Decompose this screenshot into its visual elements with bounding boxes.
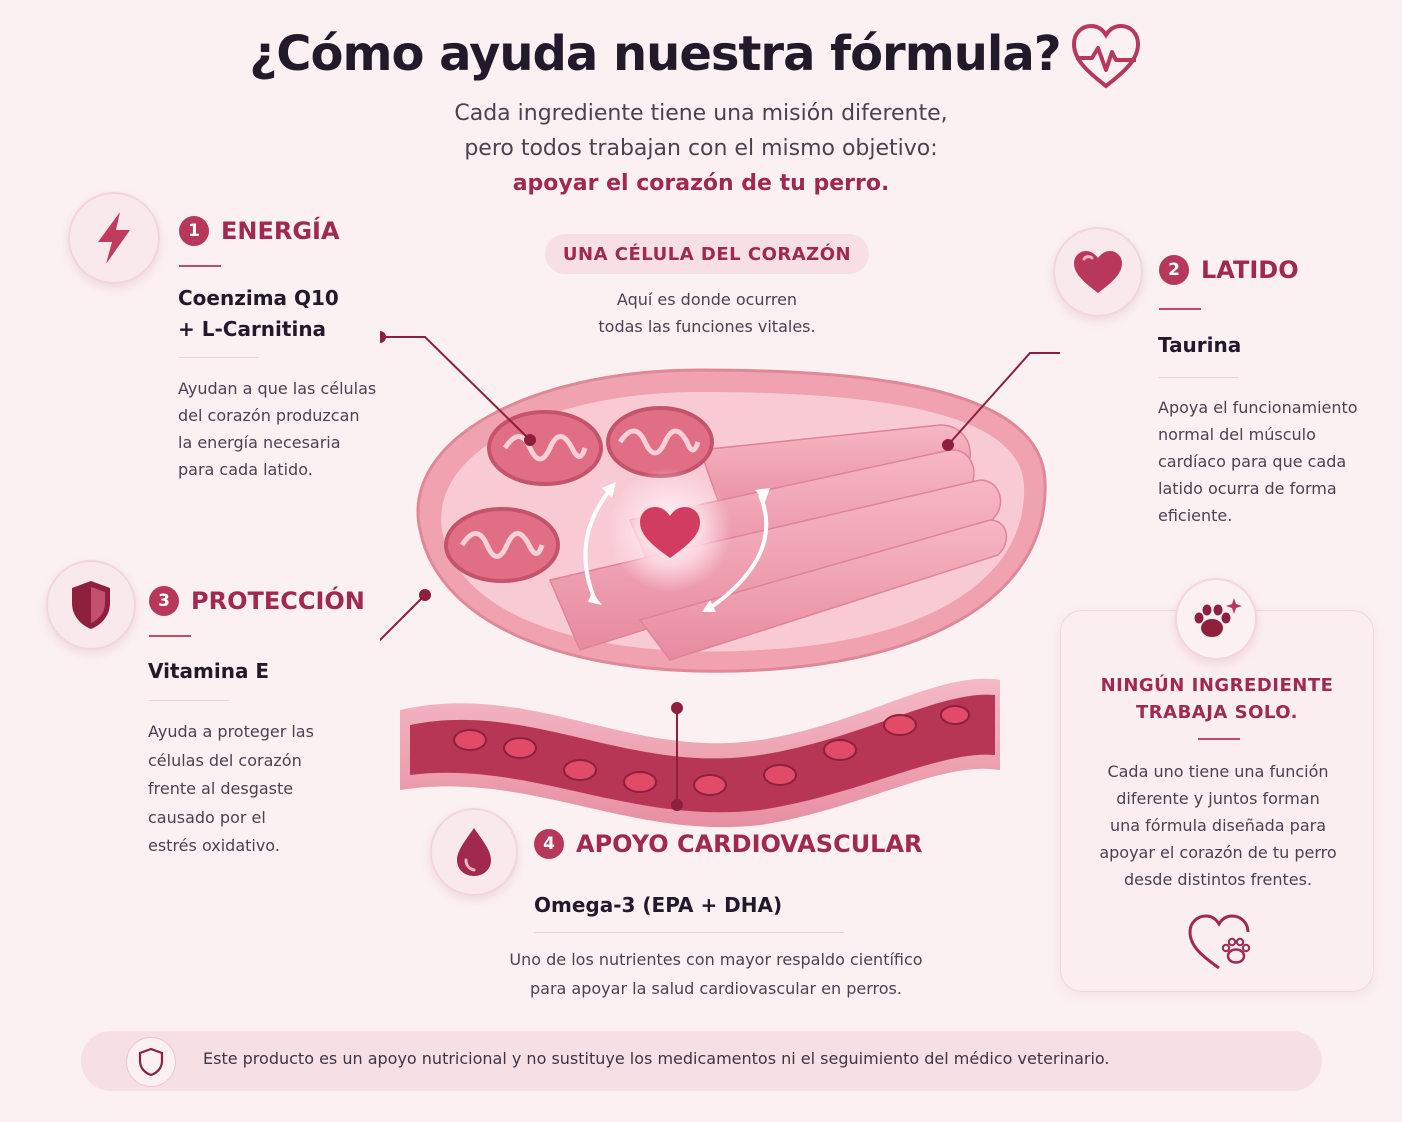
drop-icon — [457, 828, 491, 876]
heart-icon — [1074, 251, 1122, 293]
cell-caption: Aquí es donde ocurren todas las funcione… — [507, 286, 907, 340]
note-text-line: diferente y juntos forman — [1116, 789, 1320, 808]
description-line: Ayudan a que las células — [178, 379, 377, 398]
subtitle-line-1: Cada ingrediente tiene una misión difere… — [454, 101, 948, 126]
section-cardio-heading: 4 APOYO CARDIOVASCULAR — [534, 829, 923, 859]
page-title: ¿Cómo ayuda nuestra fórmula? — [249, 26, 1061, 82]
note-title-line-2: TRABAJA SOLO. — [1136, 702, 1298, 723]
section-number-badge: 3 — [149, 586, 179, 616]
heart-cell — [416, 368, 1047, 673]
disclaimer-text: Este producto es un apoyo nutricional y … — [203, 1049, 1110, 1068]
heartbeat-icon-circle — [1053, 227, 1143, 317]
section-number-badge: 4 — [534, 829, 564, 859]
footer-shield-circle — [126, 1037, 176, 1087]
ingredient-line-2: + L-Carnitina — [178, 317, 327, 341]
paw-sparkle-icon — [1194, 598, 1242, 637]
central-heart-icon — [640, 507, 700, 558]
note-title: NINGÚN INGREDIENTE TRABAJA SOLO. — [1060, 672, 1374, 726]
lightning-icon — [98, 212, 130, 264]
subtitle: Cada ingrediente tiene una misión difere… — [301, 96, 1101, 201]
note-text-line: desde distintos frentes. — [1123, 870, 1313, 889]
cell-caption-line-1: Aquí es donde ocurren — [616, 290, 798, 309]
section-rule — [149, 635, 191, 637]
protection-icon-circle — [46, 560, 136, 650]
ingredient-name: Vitamina E — [148, 656, 269, 687]
shield-outline-icon — [138, 1047, 164, 1077]
heart-cell-illustration — [380, 331, 1060, 828]
description-line: Uno de los nutrientes con mayor respaldo… — [509, 950, 923, 969]
section-protection-heading: 3 PROTECCIÓN — [149, 586, 365, 616]
description-line: Apoya el funcionamiento — [1158, 398, 1358, 417]
description-line: del corazón produzcan — [178, 406, 360, 425]
ingredient-name: Taurina — [1158, 330, 1241, 361]
ingredient-line-1: Omega-3 (EPA + DHA) — [534, 893, 783, 917]
section-rule — [1159, 308, 1201, 310]
description-line: eficiente. — [1158, 506, 1233, 525]
section-description: Ayudan a que las células del corazón pro… — [178, 375, 376, 483]
ingredient-line-1: Coenzima Q10 — [178, 286, 339, 310]
section-description: Uno de los nutrientes con mayor respaldo… — [436, 945, 996, 1003]
note-title-line-1: NINGÚN INGREDIENTE — [1100, 675, 1334, 696]
note-text: Cada uno tiene una función diferente y j… — [1070, 758, 1366, 893]
section-title: ENERGÍA — [221, 217, 340, 245]
heart-paw-icon — [1188, 914, 1251, 970]
description-line: frente al desgaste — [148, 779, 294, 798]
heart-pulse-icon — [1071, 23, 1141, 89]
section-title: LATIDO — [1201, 256, 1299, 284]
note-text-line: Cada uno tiene una función — [1107, 762, 1329, 781]
section-energy-heading: 1 ENERGÍA — [179, 216, 340, 246]
section-title: PROTECCIÓN — [191, 587, 365, 615]
section-number-badge: 2 — [1159, 255, 1189, 285]
description-line: causado por el — [148, 807, 266, 827]
description-line: para apoyar la salud cardiovascular en p… — [530, 979, 902, 998]
note-text-line: una fórmula diseñada para — [1109, 816, 1327, 835]
section-description: Ayuda a proteger las células del corazón… — [148, 718, 314, 861]
description-line: la energía necesaria — [178, 433, 341, 452]
description-line: estrés oxidativo. — [148, 836, 280, 855]
note-rule — [1198, 738, 1240, 740]
energy-icon-circle — [68, 192, 160, 284]
description-line: para cada latido. — [178, 460, 313, 479]
note-icon-circle — [1175, 578, 1257, 660]
subtitle-line-2: pero todos trabajan con el mismo objetiv… — [464, 136, 938, 161]
cell-label-pill: UNA CÉLULA DEL CORAZÓN — [545, 234, 869, 274]
section-description: Apoya el funcionamiento normal del múscu… — [1158, 394, 1358, 529]
note-card — [1060, 610, 1374, 992]
description-line: Ayuda a proteger las — [148, 722, 314, 741]
section-rule — [179, 265, 221, 267]
section-heartbeat-heading: 2 LATIDO — [1159, 255, 1299, 285]
ingredient-line-1: Vitamina E — [148, 659, 270, 683]
description-line: células del corazón — [148, 750, 302, 770]
cell-caption-line-2: todas las funciones vitales. — [598, 317, 816, 336]
mitochondria — [444, 406, 714, 583]
description-line: latido ocurra de forma — [1158, 479, 1337, 498]
divider — [534, 932, 844, 933]
disclaimer-bar — [81, 1031, 1322, 1091]
note-text-line: apoyar el corazón de tu perro — [1099, 843, 1337, 862]
divider — [149, 700, 229, 701]
ingredient-name: Omega-3 (EPA + DHA) — [534, 890, 782, 921]
description-line: normal del músculo — [1158, 425, 1316, 444]
description-line: cardíaco para que cada — [1158, 452, 1347, 471]
subtitle-highlight: apoyar el corazón de tu perro. — [512, 171, 890, 196]
cardio-icon-circle — [430, 808, 518, 896]
section-number-badge: 1 — [179, 216, 209, 246]
section-title: APOYO CARDIOVASCULAR — [576, 830, 923, 858]
divider — [1159, 377, 1239, 378]
ingredient-line-1: Taurina — [1158, 333, 1242, 357]
ingredient-name: Coenzima Q10 + L-Carnitina — [178, 283, 339, 345]
shield-icon — [72, 581, 110, 629]
divider — [179, 357, 259, 358]
blood-vessel — [400, 678, 1000, 828]
